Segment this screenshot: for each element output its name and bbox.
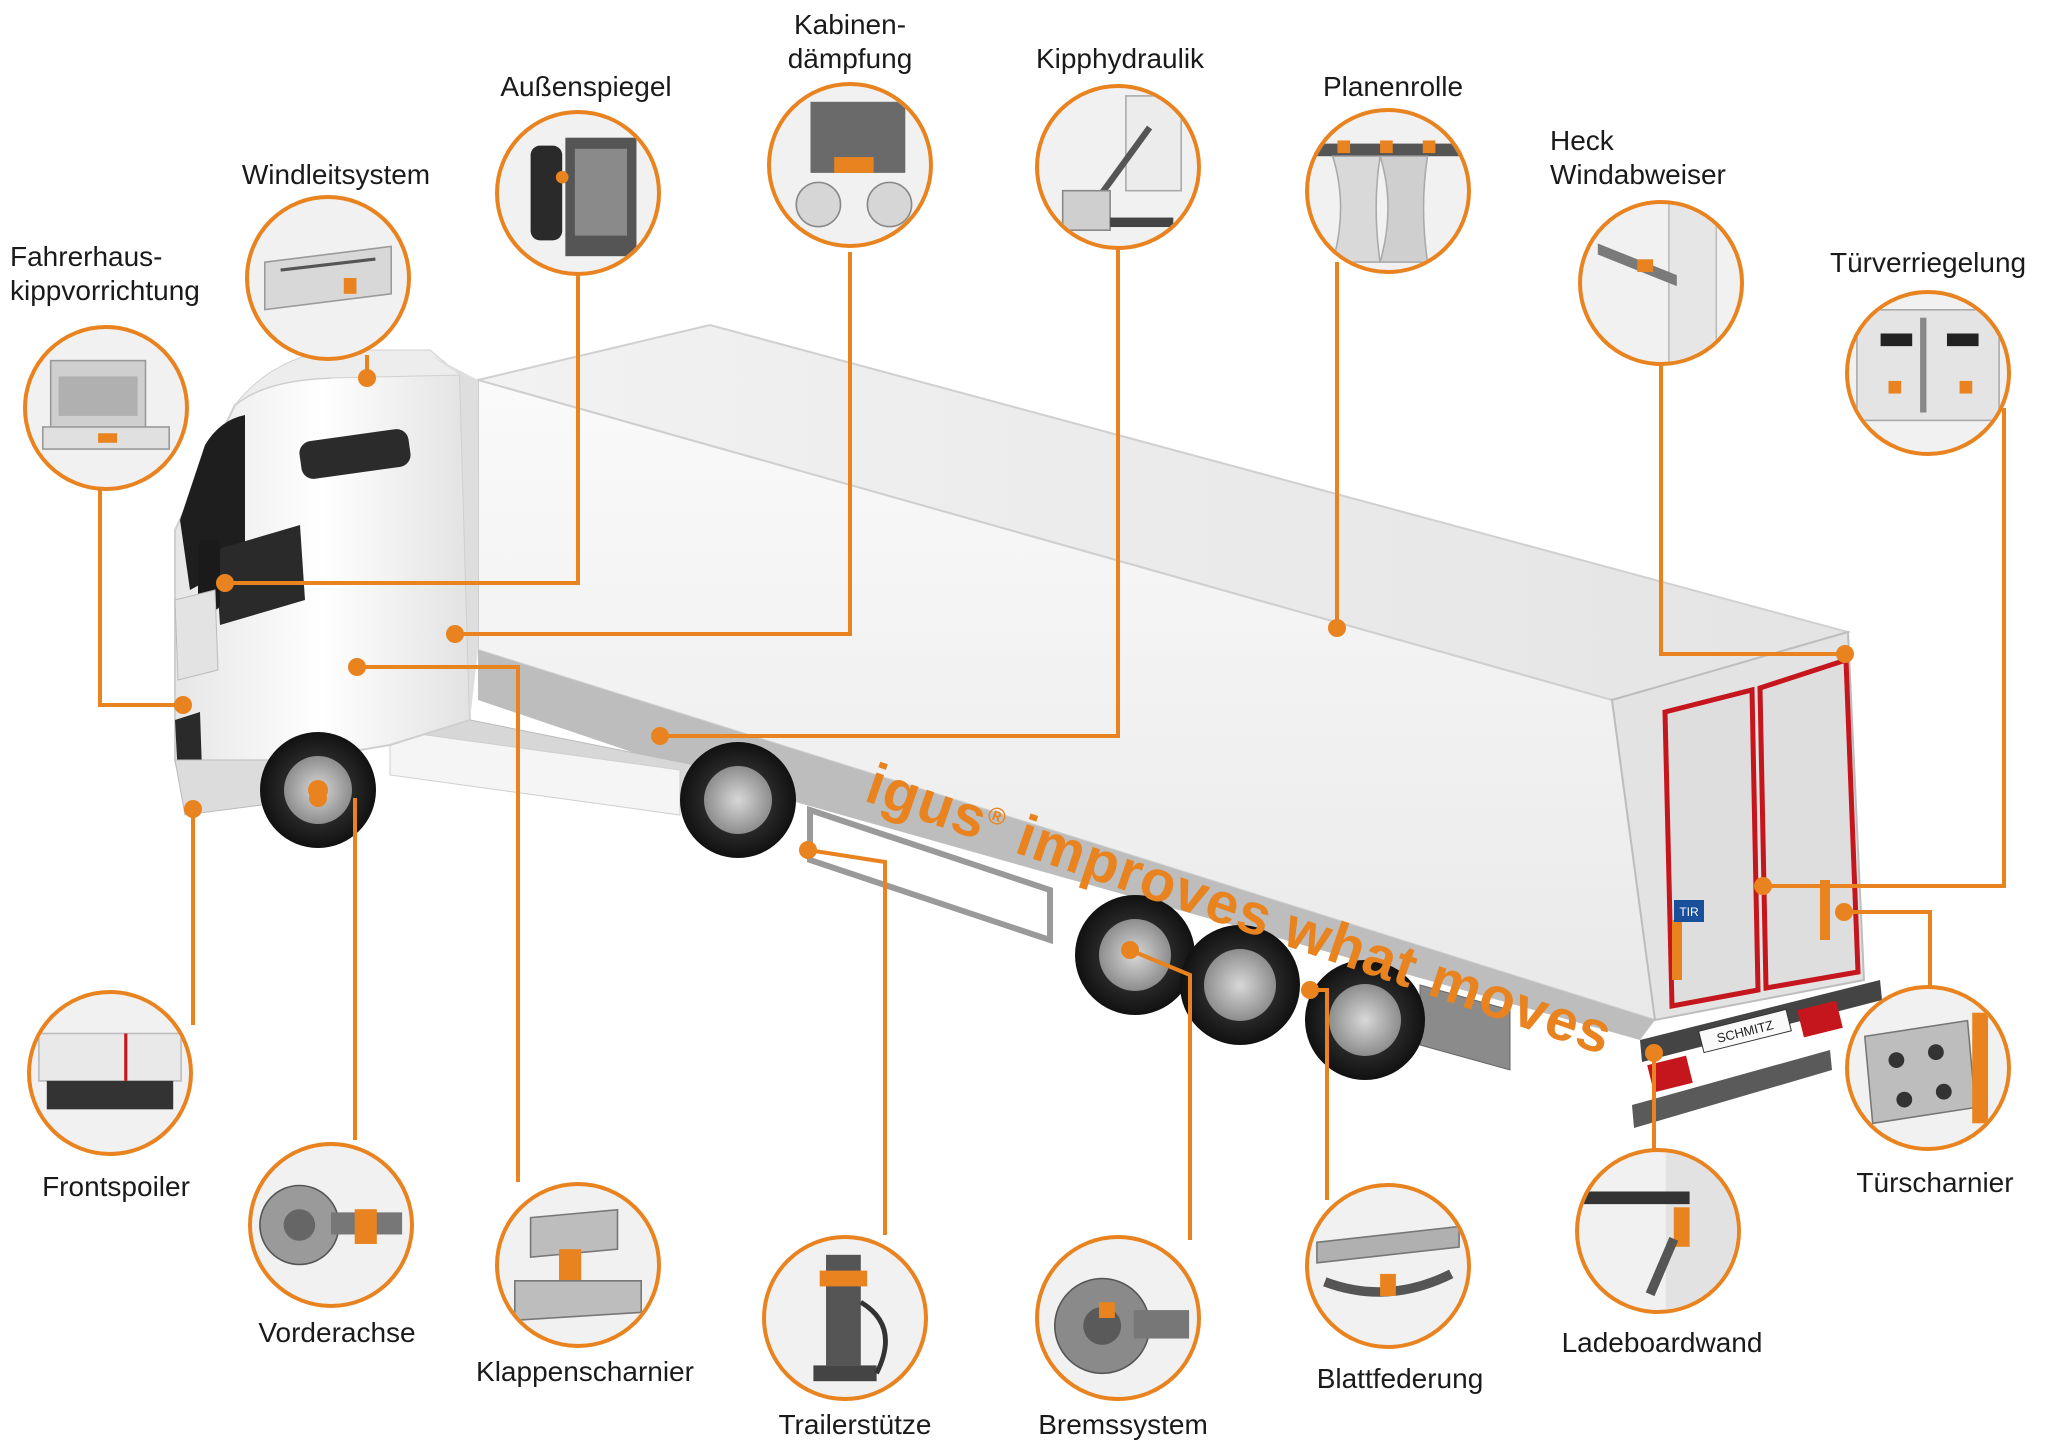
trailer-wheel-3: [1305, 960, 1425, 1080]
label-blattfederung: Blattfederung: [1316, 1363, 1484, 1394]
callout-tuerverriegelung: [1845, 290, 2011, 456]
rear-door-left: [1662, 686, 1761, 1009]
callout-kabinendaempfung: [767, 82, 933, 248]
tail-reflector: [1672, 920, 1682, 980]
leader-fahrerhaus: [98, 437, 183, 707]
cab-side-panel: [430, 355, 478, 720]
callout-blattfederung: [1305, 1183, 1471, 1349]
leader-trailerstuetze: [807, 848, 887, 1235]
label-windleitsystem: Windleitsystem: [241, 159, 431, 190]
callout-bremssystem: [1035, 1235, 1201, 1401]
callout-fahrerhauskippvorrichtung: [23, 325, 189, 491]
tarp-roller-icon: [1316, 140, 1460, 263]
trailer-wheel-2: [1180, 925, 1300, 1045]
label-tuerverriegelung: Türverriegelung: [1830, 247, 2027, 278]
cab-tilt-icon: [42, 359, 170, 450]
leader-tuerscharnier: [1844, 910, 1932, 1008]
label-kipphydraulik: Kipphydraulik: [1035, 43, 1205, 74]
front-spoiler-icon: [38, 1032, 182, 1110]
leader-tuerverriegelung: [1763, 408, 2006, 888]
callout-aussenspiegel: [495, 110, 661, 276]
label-planenrolle: Planenrolle: [1322, 71, 1464, 102]
tir-plate-text: TIR: [1679, 905, 1699, 919]
callout-tuerscharnier: [1845, 985, 2011, 1151]
tail-lift-icon: [1579, 1152, 1737, 1310]
callout-heck-windabweiser: [1578, 200, 1744, 366]
front-grille: [174, 589, 219, 681]
tir-plate: [1674, 900, 1704, 922]
leaf-spring-icon: [1316, 1225, 1460, 1297]
flap-hinge-icon: [514, 1208, 642, 1322]
trailer-chassis: [478, 650, 1655, 1040]
sun-visor: [299, 429, 411, 479]
drive-wheel: [680, 742, 796, 858]
leader-dots: [174, 369, 1854, 1062]
underrun-bar: [1632, 1050, 1832, 1128]
label-aussenspiegel: Außenspiegel: [500, 71, 672, 102]
callout-vorderachse: [248, 1142, 414, 1308]
label-ladeboardwand: Ladeboardwand: [1561, 1327, 1763, 1358]
label-bremssystem: Bremssystem: [1038, 1409, 1208, 1440]
callout-ladeboardwand: [1575, 1148, 1741, 1314]
rear-door-right: [1757, 656, 1861, 991]
callout-trailerstuetze: [762, 1235, 928, 1401]
label-fahrerhauskippvorrichtung: Fahrerhaus- kippvorrichtung: [10, 241, 200, 306]
callout-windleitsystem: [245, 195, 411, 361]
trailer-support-icon: [813, 1254, 888, 1382]
leader-klappenscharnier: [357, 665, 520, 1182]
label-klappenscharnier: Klappenscharnier: [476, 1356, 694, 1387]
leader-bremssystem: [1129, 948, 1192, 1240]
callout-kipphydraulik: [1035, 84, 1201, 250]
label-frontspoiler: Frontspoiler: [42, 1171, 190, 1202]
label-trailerstuetze: Trailerstütze: [778, 1409, 932, 1440]
label-heck-windabweiser: Heck Windabweiser: [1550, 125, 1726, 190]
rear-wind-deflector-icon: [1597, 204, 1718, 362]
leader-aussenspiegel: [225, 275, 580, 585]
label-kabinendaempfung: Kabinen- dämpfung: [787, 9, 913, 74]
label-vorderachse: Vorderachse: [258, 1317, 416, 1348]
leader-kabinen: [455, 252, 852, 636]
leader-lines: [98, 248, 2006, 1240]
callout-klappenscharnier: [495, 1182, 661, 1348]
door-hinge-icon: [1863, 1012, 1989, 1125]
leader-heck: [1659, 365, 1845, 656]
tail-reflector: [1820, 880, 1830, 940]
cabin-damping-icon: [795, 101, 913, 228]
front-axle-icon: [259, 1184, 403, 1266]
leader-kipphydraulik: [660, 248, 1120, 738]
tail-light: [1797, 1000, 1843, 1038]
door-lock-icon: [1856, 309, 2000, 422]
brake-system-icon: [1054, 1277, 1190, 1375]
tractor-side-fairing: [389, 729, 681, 816]
tail-light: [1647, 1055, 1693, 1093]
wind-deflector-icon: [264, 245, 392, 311]
callout-frontspoiler: [27, 990, 193, 1156]
tipping-hydraulics-icon: [1061, 95, 1182, 231]
label-tuerscharnier: Türscharnier: [1856, 1167, 2014, 1198]
mirror-icon: [530, 137, 637, 257]
callout-planenrolle: [1305, 108, 1471, 274]
rear-plate: [1698, 1008, 1792, 1054]
roof-deflector: [234, 349, 462, 406]
side-window: [215, 525, 305, 625]
